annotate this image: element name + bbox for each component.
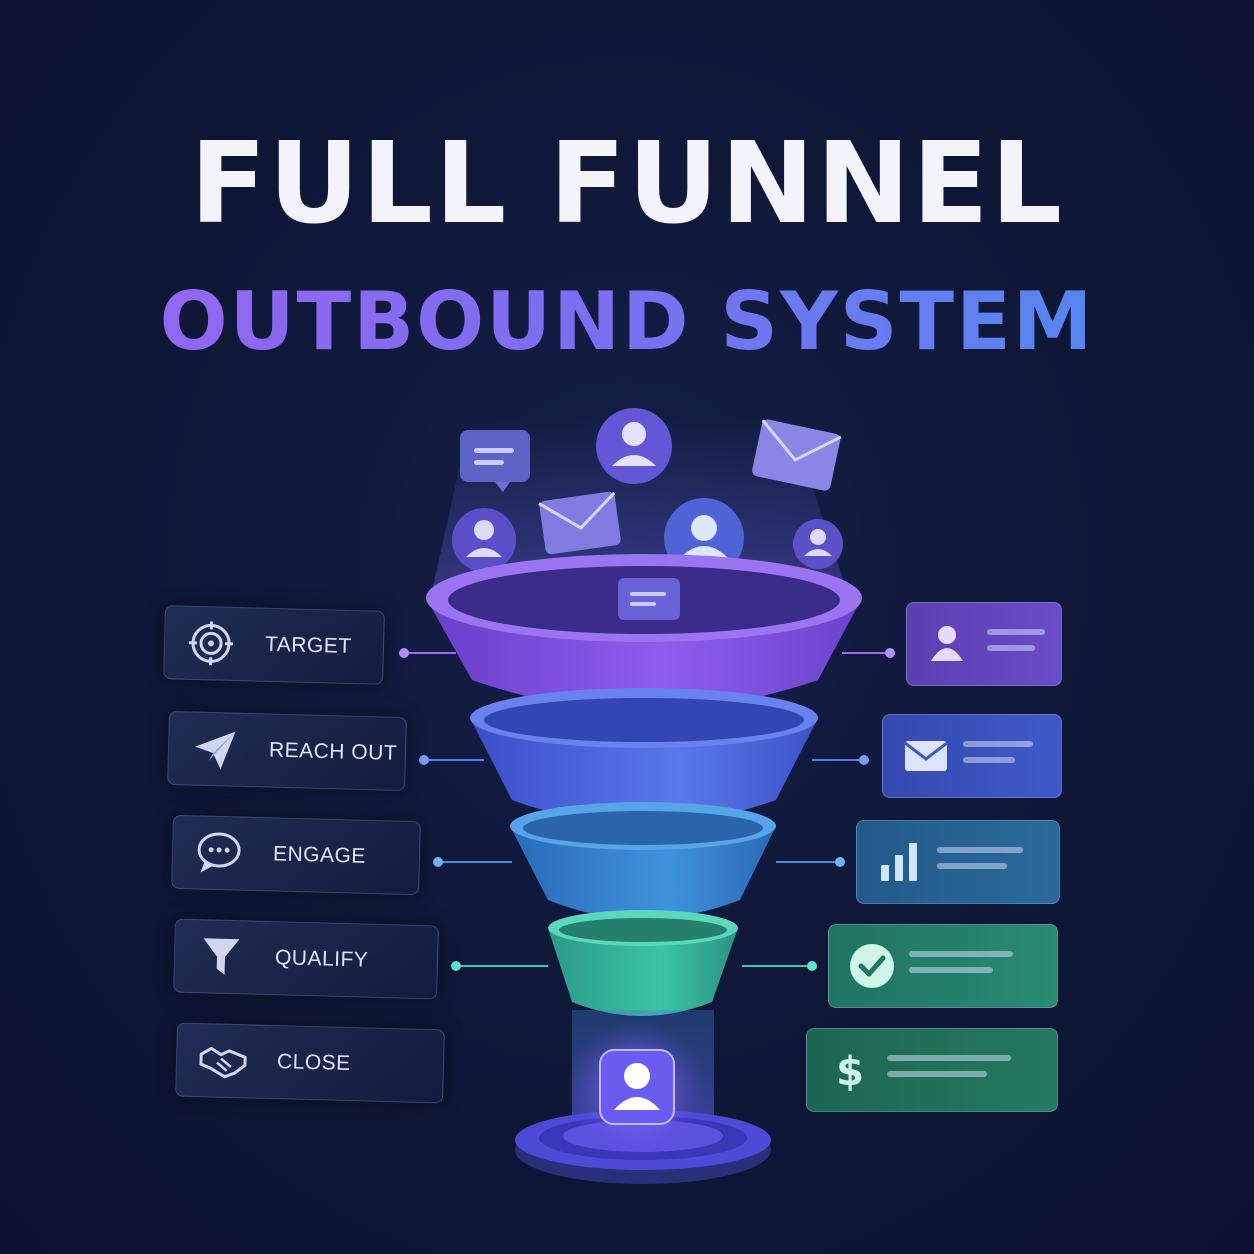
envelope-icon [904, 741, 948, 771]
stage-label: TARGET [264, 632, 352, 659]
title-line-2: OUTBOUND SYSTEM [0, 282, 1254, 362]
stage-label: CLOSE [276, 1050, 352, 1076]
placeholder-text-lines [887, 1055, 1011, 1087]
floating-avatar-icon [452, 508, 516, 572]
stage-label: ENGAGE [272, 842, 367, 868]
outcome-card-qualified[interactable] [828, 924, 1058, 1008]
outcome-card-analytics[interactable] [856, 820, 1060, 904]
floating-avatar-icon [596, 408, 672, 484]
stage-label: QUALIFY [274, 946, 369, 972]
stage-card-reach-out[interactable]: REACH OUT [167, 710, 407, 792]
converted-customer-icon [599, 1049, 675, 1125]
stage-label: REACH OUT [268, 738, 398, 765]
light-beam [430, 420, 850, 600]
placeholder-text-lines [963, 741, 1033, 773]
funnel-tier-1 [426, 554, 862, 710]
funnel-tier-4 [548, 910, 738, 1016]
chat-bubble-icon [197, 832, 241, 873]
floating-envelope-icon [538, 491, 621, 555]
svg-text:$: $ [836, 1049, 864, 1095]
floating-envelope-icon [752, 419, 842, 491]
outcome-card-revenue[interactable]: $ [806, 1028, 1058, 1112]
connector-lines-left [399, 648, 548, 971]
floating-chat-icon [460, 430, 530, 492]
outcome-card-email[interactable] [882, 714, 1062, 798]
placeholder-text-lines [937, 847, 1023, 879]
stage-card-target[interactable]: TARGET [163, 605, 385, 685]
floating-avatar-icon [793, 519, 843, 569]
dollar-icon: $ [836, 1049, 864, 1095]
stage-card-close[interactable]: CLOSE [175, 1022, 445, 1104]
bar-chart-icon [881, 843, 917, 881]
stage-card-engage[interactable]: ENGAGE [171, 814, 421, 896]
funnel-tier-3 [510, 802, 776, 919]
outcome-card-lead-profile[interactable] [906, 602, 1062, 686]
placeholder-text-lines [909, 951, 1013, 983]
target-icon [188, 621, 234, 666]
paper-plane-icon [195, 731, 236, 770]
handshake-icon [199, 1046, 247, 1079]
placeholder-text-lines [987, 629, 1045, 661]
check-circle-icon [850, 944, 894, 988]
funnel-tier-2 [470, 688, 818, 824]
user-profile-icon [931, 626, 963, 661]
filter-icon [203, 938, 240, 975]
title-line-1: FULL FUNNEL [190, 119, 1064, 249]
stage-card-qualify[interactable]: QUALIFY [173, 918, 439, 1000]
connector-lines-right [742, 648, 895, 971]
